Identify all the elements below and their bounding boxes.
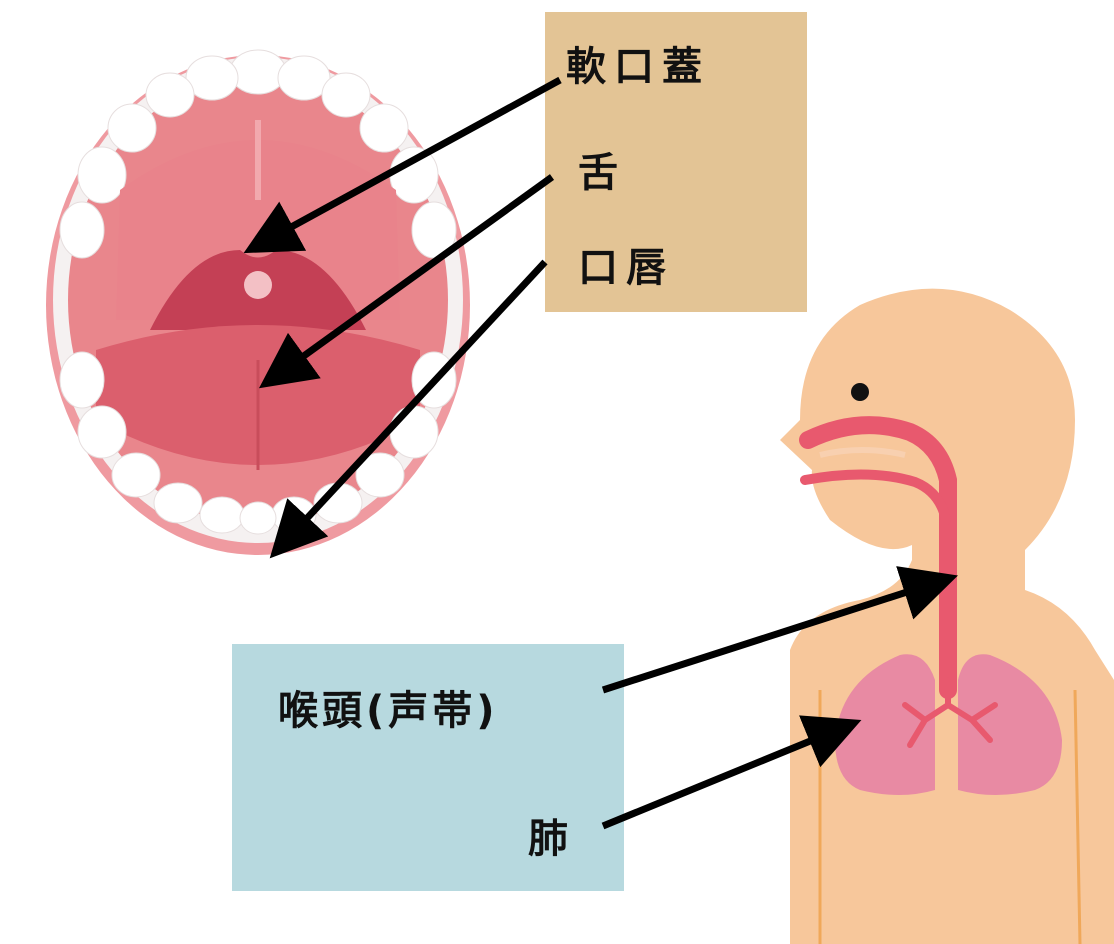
label-lung: 肺 (528, 806, 576, 864)
eye-icon (851, 383, 869, 401)
label-soft-palate: 軟口蓋 (566, 34, 710, 92)
label-lips: 口唇 (578, 235, 674, 293)
label-larynx: 喉頭(声帯) (278, 678, 499, 736)
open-mouth-illustration (46, 50, 470, 555)
label-tongue: 舌 (578, 140, 626, 198)
